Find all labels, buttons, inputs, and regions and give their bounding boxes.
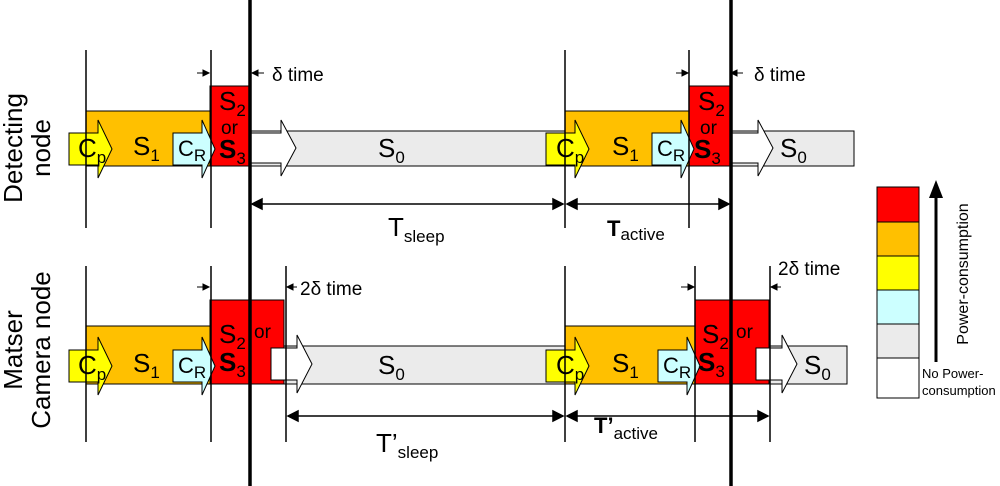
cp-arrow: [545, 336, 590, 396]
legend-none-label: No Power-: [922, 366, 983, 381]
cr-arrow: [172, 119, 216, 179]
s2-label: S2: [219, 86, 246, 120]
s3-label: S3: [219, 134, 246, 168]
legend-arrow-head: [929, 180, 943, 198]
s0-arrow: [270, 334, 313, 394]
s3-label: S3: [694, 134, 721, 168]
s1-label: S1: [133, 348, 160, 382]
s0-label: S0: [804, 350, 831, 384]
s2-label: S2: [702, 319, 729, 353]
s2-label: S2: [698, 86, 725, 120]
or-label: or: [736, 322, 754, 343]
or-label: or: [254, 322, 272, 343]
legend-swatch-orange: [876, 221, 920, 257]
cp-label: Cp: [556, 133, 584, 167]
delta-time-label: δ time: [272, 65, 324, 86]
s3-label: S3: [219, 347, 246, 381]
delta-marker: [197, 69, 743, 77]
t-prime-active-label: T’active: [594, 413, 658, 443]
cp-label: Cp: [78, 133, 106, 167]
cr-label: CR: [178, 353, 206, 382]
t-active-label: Tactive: [607, 216, 665, 244]
detecting-node-row: [68, 50, 855, 228]
two-delta-marker: [197, 283, 781, 291]
or-label: or: [700, 118, 718, 139]
master-node-label: Matser: [0, 310, 28, 390]
s0-arrow: [729, 119, 774, 177]
legend-swatch-cyan: [876, 289, 920, 325]
cp-label: Cp: [556, 350, 584, 384]
cp-label: Cp: [78, 350, 106, 384]
s1-label: S1: [612, 131, 639, 165]
s0-label: S0: [378, 350, 405, 384]
cp-arrow: [68, 119, 113, 179]
period-arrows: [250, 197, 731, 211]
cr-label: CR: [178, 136, 206, 165]
s2-s3-block: [688, 85, 731, 167]
legend-none-label-2: consumption: [922, 383, 996, 398]
cp-arrow: [545, 119, 590, 179]
cr-arrow: [657, 336, 701, 396]
s0-arrow: [250, 119, 297, 177]
s0-label: S0: [378, 133, 405, 167]
t-sleep-label: Tsleep: [388, 212, 445, 246]
cr-arrow: [651, 119, 695, 179]
two-delta-time-label: 2δ time: [300, 279, 362, 300]
detecting-node-label-2: node: [26, 119, 56, 177]
or-label: or: [221, 118, 239, 139]
delta-time-label: δ time: [754, 65, 806, 86]
cr-label: CR: [663, 353, 691, 382]
cr-arrow: [172, 336, 216, 396]
legend-swatch-white: [876, 357, 920, 399]
cr-label: CR: [657, 136, 685, 165]
s0-label: S0: [780, 133, 807, 167]
s0-arrow: [755, 334, 798, 394]
legend-swatch-grey: [876, 323, 920, 359]
legend-swatch-yellow: [876, 255, 920, 291]
two-delta-time-label: 2δ time: [778, 259, 840, 280]
legend-axis-label: Power-consumption: [955, 203, 972, 344]
master-camera-node-row: [68, 266, 848, 442]
s3-label: S3: [698, 347, 725, 381]
master-node-label-2: Camera node: [26, 271, 56, 429]
s2-label: S2: [219, 319, 246, 353]
detecting-node-label: Detecting: [0, 93, 28, 203]
s1-label: S1: [612, 348, 639, 382]
power-legend: Power-consumption No Power- consumption: [876, 180, 996, 399]
period-arrows: [286, 409, 770, 423]
t-prime-sleep-label: T’sleep: [376, 428, 438, 462]
cp-arrow: [68, 336, 113, 396]
s1-label: S1: [133, 131, 160, 165]
legend-swatch-red: [876, 186, 920, 223]
